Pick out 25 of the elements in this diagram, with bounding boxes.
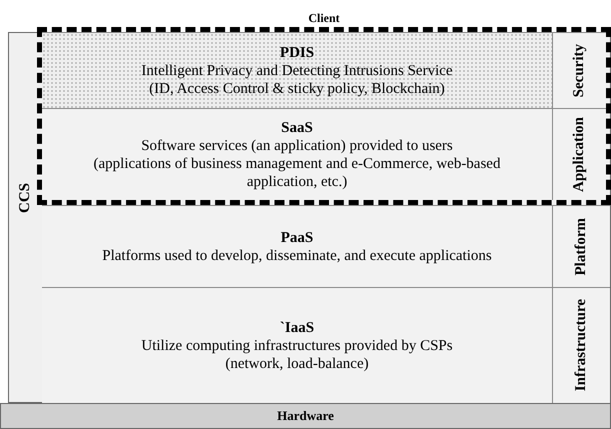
side-label-cell	[552, 32, 606, 108]
boundary-title: Client	[307, 11, 341, 26]
vertical-label: Application	[571, 116, 588, 192]
layer-title: `IaaS	[280, 318, 314, 336]
layer-title: Hardware	[277, 407, 334, 425]
layer-description: Utilize computing infrastructures provided by CSPs	[141, 336, 453, 354]
vertical-label: Platform	[573, 218, 590, 276]
layer-description: (network, load-balance)	[225, 354, 369, 372]
layer-band	[42, 32, 552, 108]
hardware-bar	[0, 403, 611, 429]
vertical-label: CCS	[17, 183, 34, 214]
layer-description: (ID, Access Control & sticky policy, Blockchain)	[149, 80, 445, 98]
side-label-cell	[552, 287, 610, 403]
vertical-label: Infrastructure	[573, 299, 590, 392]
layer-description: Intelligent Privacy and Detecting Intrusions Service	[141, 62, 453, 80]
layer-description: Platforms used to develop, disseminate, and execute applications	[102, 246, 492, 264]
layer-band	[42, 287, 552, 403]
layer-title: SaaS	[281, 118, 313, 136]
side-label-cell	[552, 108, 606, 200]
layer-title: PDIS	[280, 44, 314, 62]
layer-description: Software services (an application) provided to users	[141, 136, 453, 154]
layer-description: (applications of business management and e-Commerce, web-based application, etc.)	[92, 154, 502, 190]
vertical-label: Security	[571, 44, 588, 98]
layer-title: PaaS	[280, 228, 314, 246]
side-label-cell	[552, 205, 610, 287]
